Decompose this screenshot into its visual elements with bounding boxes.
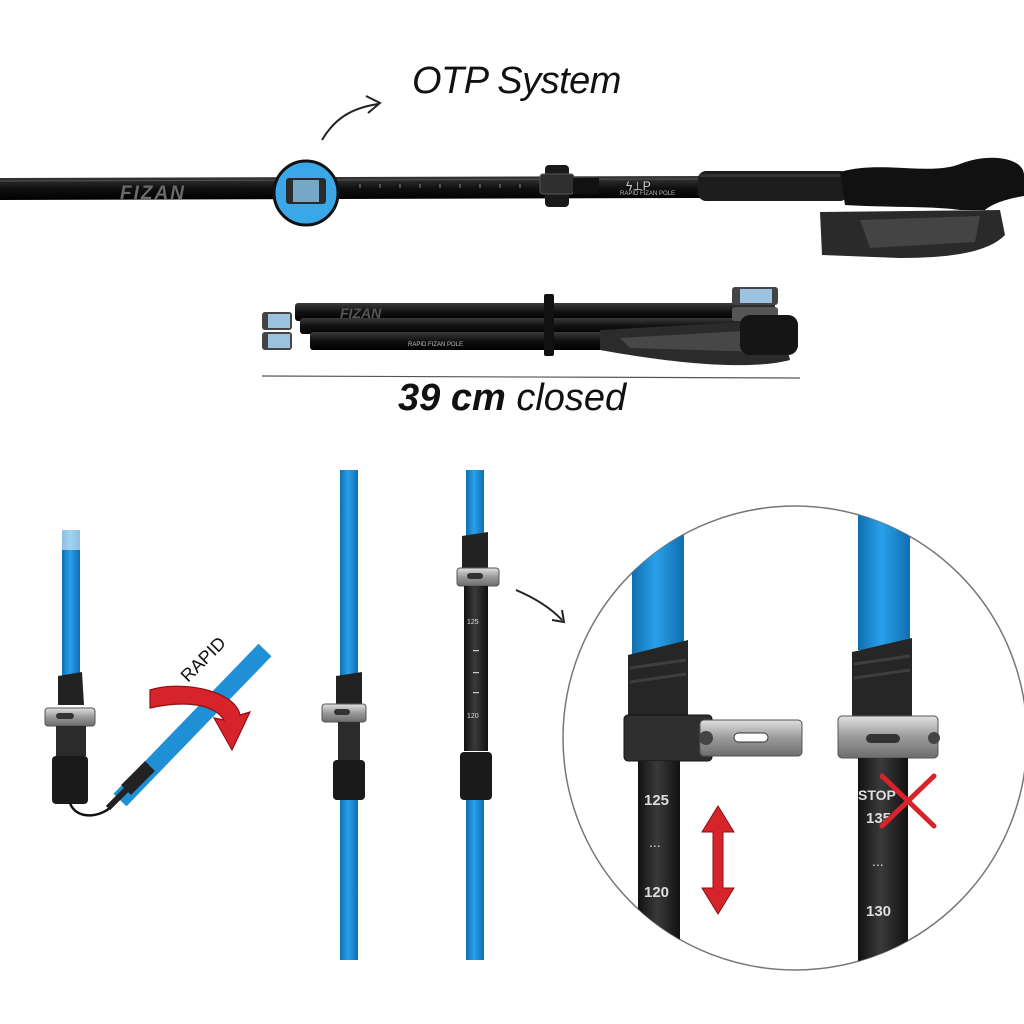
zoom-right-scale: 130 bbox=[866, 903, 891, 920]
zoom-right-scale: ... bbox=[872, 853, 884, 869]
no-stop-x-icon bbox=[879, 773, 937, 829]
folded-pole: FIZAN RAPID FIZAN POLE bbox=[261, 287, 801, 379]
zoom-left-scale: 120 bbox=[644, 884, 669, 901]
brand-text: FIZAN bbox=[120, 183, 186, 204]
closed-length-suffix: closed bbox=[516, 377, 627, 419]
foam-grip bbox=[698, 171, 848, 201]
scale-value: 120 bbox=[467, 713, 479, 720]
model-text: RAPID FIZAN POLE bbox=[620, 191, 675, 197]
step-rotate: RAPID bbox=[44, 530, 272, 817]
folded-model-text: RAPID FIZAN POLE bbox=[408, 342, 463, 348]
closed-length-value: 39 cm bbox=[398, 377, 506, 419]
otp-system-title: OTP System bbox=[412, 60, 621, 102]
zoom-right-scale: STOP bbox=[858, 787, 896, 803]
zoom-left-scale: ... bbox=[649, 834, 661, 850]
rotate-label: RAPID bbox=[177, 633, 230, 686]
curved-arrow-icon bbox=[321, 103, 379, 141]
rotation-arrow-icon bbox=[149, 685, 252, 752]
folded-brand-text: FIZAN bbox=[340, 305, 382, 321]
length-baseline bbox=[261, 375, 801, 379]
arrowhead-icon bbox=[365, 95, 382, 114]
closed-length-caption: 39 cm closed bbox=[398, 377, 626, 420]
handle bbox=[840, 157, 1024, 210]
step-locked-pole bbox=[321, 470, 367, 960]
pointer-arrow-icon bbox=[515, 589, 563, 621]
adjust-arrow-icon bbox=[701, 805, 735, 915]
step-adjust-pole: 125 120 bbox=[456, 470, 566, 960]
scale-value: 125 bbox=[467, 619, 479, 626]
zoom-detail: 125 ... 120 STOP 135 ... 130 bbox=[562, 505, 1024, 971]
extended-pole: FIZAN RAPID FIZAN POLE ϟ⊥P bbox=[0, 95, 1024, 258]
logo-mark: ϟ⊥P bbox=[626, 179, 651, 193]
zoom-left-scale: 125 bbox=[644, 792, 669, 809]
